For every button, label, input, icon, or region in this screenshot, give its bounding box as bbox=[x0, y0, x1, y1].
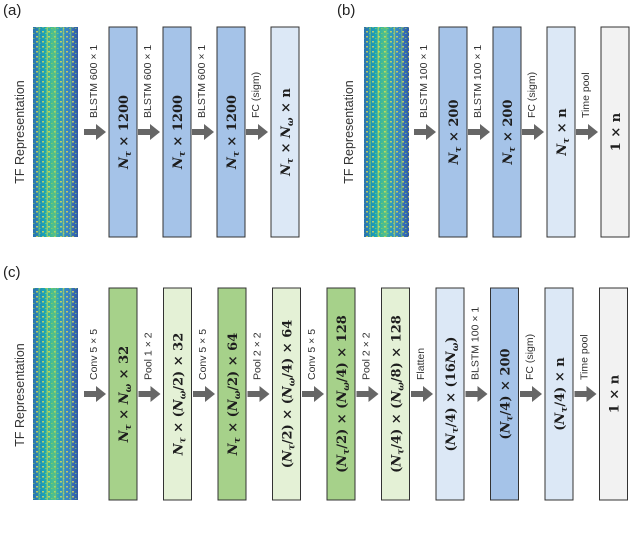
layer-shape-label: (Nτ/4) × (16Nω) bbox=[444, 337, 461, 452]
flow-arrow bbox=[247, 386, 270, 402]
layer-op-label: BLSTM 100 × 1 bbox=[470, 307, 482, 380]
layer-op-label: Pool 1 × 2 bbox=[143, 332, 155, 380]
layer-op-label: BLSTM 600 × 1 bbox=[196, 45, 208, 118]
tf-representation-label: TF Representation bbox=[342, 80, 356, 184]
layer-op-label: Conv 5 × 5 bbox=[197, 329, 209, 380]
tf-representation-label: TF Representation bbox=[13, 80, 27, 184]
flow-arrow bbox=[574, 386, 597, 402]
layer-shape-label: Nτ × (Nω/2) × 32 bbox=[172, 333, 189, 457]
layer-output-box bbox=[381, 287, 410, 501]
layer-shape-label: Nτ × 1200 bbox=[171, 95, 188, 170]
layer-output-box bbox=[272, 287, 301, 501]
layer-output-box bbox=[108, 26, 138, 238]
panel-b: (b) TF Representation BLSTM 100 × 1 Nτ × 20… bbox=[337, 2, 630, 238]
layer-op-label: Conv 5 × 5 bbox=[306, 329, 318, 380]
layer-output-box bbox=[438, 26, 468, 238]
layer-output-box bbox=[599, 287, 628, 501]
flow-arrow bbox=[302, 386, 324, 402]
layer-shape-label: Nτ × 1200 bbox=[225, 95, 242, 170]
layer-shape-label: Nτ × Nω × 32 bbox=[117, 346, 134, 443]
layer-output-box bbox=[600, 26, 630, 238]
layer-output-box bbox=[216, 26, 246, 238]
tf-spectrogram-image bbox=[33, 27, 78, 237]
flow-arrow bbox=[468, 124, 490, 140]
flow-arrow bbox=[465, 386, 488, 402]
flow-arrow bbox=[193, 386, 215, 402]
layer-op-label: BLSTM 100 × 1 bbox=[472, 45, 484, 118]
tf-spectrogram-image bbox=[364, 27, 409, 237]
layer-output-box bbox=[492, 26, 522, 238]
layer-shape-label: (Nτ/4) × 200 bbox=[499, 348, 516, 439]
layer-output-box bbox=[326, 287, 356, 501]
layer-output-box bbox=[162, 26, 192, 238]
layer-shape-label: 1 × n bbox=[608, 374, 623, 413]
layer-shape-label: (Nτ/2) × (Nω/4) × 128 bbox=[335, 315, 352, 473]
flow-arrow bbox=[356, 386, 379, 402]
layer-shape-label: Nτ × 200 bbox=[447, 99, 464, 165]
layer-shape-label: (Nτ/2) × (Nω/4) × 64 bbox=[281, 320, 298, 469]
layer-output-box bbox=[108, 287, 138, 501]
layer-shape-label: 1 × n bbox=[609, 112, 624, 151]
layer-output-box bbox=[546, 26, 576, 238]
tf-representation-label: TF Representation bbox=[13, 343, 27, 447]
layer-op-label: FC (sigm) bbox=[526, 72, 538, 118]
flow-arrow bbox=[576, 124, 598, 140]
panel-label-a: (a) bbox=[3, 2, 21, 19]
flow-arrow bbox=[138, 386, 161, 402]
flow-arrow bbox=[520, 386, 542, 402]
layer-output-box bbox=[544, 287, 574, 501]
flow-arrow bbox=[138, 124, 160, 140]
layer-op-label: BLSTM 600 × 1 bbox=[142, 45, 154, 118]
layer-op-label: Flatten bbox=[415, 348, 427, 380]
panel-label-c: (c) bbox=[3, 264, 21, 281]
layer-op-label: BLSTM 100 × 1 bbox=[418, 45, 430, 118]
panels-layer: (a) TF Representation BLSTM 600 × 1 Nτ × 12… bbox=[3, 2, 630, 501]
layer-shape-label: Nτ × 1200 bbox=[117, 95, 134, 170]
layer-op-label: Time pool bbox=[580, 72, 592, 118]
flow-arrow bbox=[192, 124, 214, 140]
layer-op-label: FC (sigm) bbox=[524, 334, 536, 380]
layer-op-label: Pool 2 × 2 bbox=[252, 332, 264, 380]
flow-arrow bbox=[522, 124, 544, 140]
layer-op-label: Time pool bbox=[579, 334, 591, 380]
layer-shape-label: (Nτ/4) × (Nω/8) × 128 bbox=[390, 315, 407, 473]
panel-a: (a) TF Representation BLSTM 600 × 1 Nτ × 12… bbox=[3, 2, 300, 238]
layer-shape-label: Nτ × 200 bbox=[501, 99, 518, 165]
layer-shape-label: Nτ × n bbox=[555, 108, 572, 157]
layer-op-label: BLSTM 600 × 1 bbox=[88, 45, 100, 118]
flow-arrow bbox=[84, 124, 106, 140]
layer-output-box bbox=[163, 287, 192, 501]
panel-label-b: (b) bbox=[337, 2, 355, 19]
layer-output-box bbox=[435, 287, 465, 501]
flow-arrow bbox=[246, 124, 268, 140]
layer-op-label: FC (sigm) bbox=[250, 72, 262, 118]
layer-shape-label: (Nτ/4) × n bbox=[553, 357, 570, 431]
flow-arrow bbox=[414, 124, 436, 140]
layer-shape-label: Nτ × Nω × n bbox=[279, 88, 296, 177]
layer-output-box bbox=[217, 287, 247, 501]
tf-spectrogram-image bbox=[33, 288, 78, 500]
layer-shape-label: Nτ × (Nω/2) × 64 bbox=[226, 333, 243, 457]
flow-arrow bbox=[411, 386, 433, 402]
layer-output-box bbox=[490, 287, 519, 501]
panel-c: (c) TF Representation Conv 5 × 5 Nτ × Nω × … bbox=[3, 264, 628, 501]
layer-op-label: Conv 5 × 5 bbox=[88, 329, 100, 380]
flow-arrow bbox=[84, 386, 106, 402]
layer-op-label: Pool 2 × 2 bbox=[361, 332, 373, 380]
layer-output-box bbox=[270, 26, 300, 238]
